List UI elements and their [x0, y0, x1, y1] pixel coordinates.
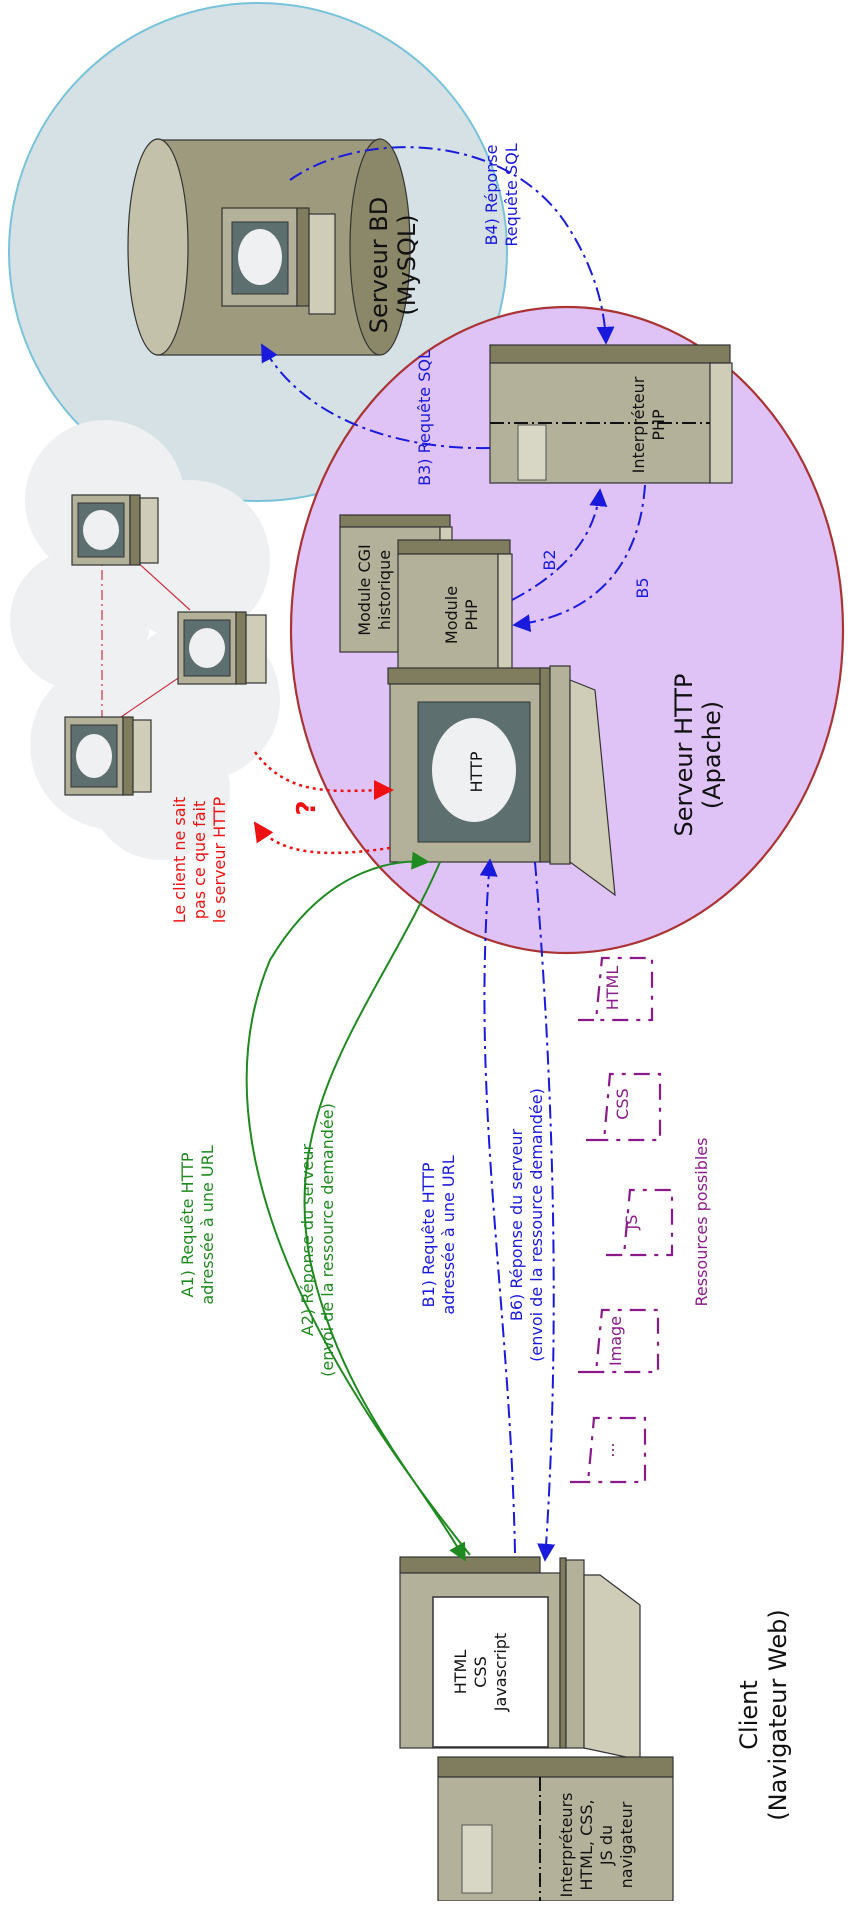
client-interp-line: HTML, CSS,	[577, 1799, 596, 1890]
module-php-line1: Module	[442, 586, 461, 644]
client-screen-text: HTML CSS Javascript	[451, 1633, 510, 1712]
resource-item	[606, 1188, 674, 1257]
a2-arrow	[303, 861, 466, 1562]
b5-arrow	[512, 484, 646, 633]
resource-item	[570, 1416, 647, 1484]
resource-label: CSS	[613, 1088, 632, 1119]
database-cylinder-icon	[127, 138, 411, 356]
client-note-line: Le client ne sait	[170, 797, 189, 924]
module-php-box	[397, 539, 513, 683]
client-subtitle: (Navigateur Web)	[764, 1609, 792, 1820]
question-mark-icon: ?	[292, 800, 322, 815]
b4-label: B4) Réponse Requête SQL	[482, 143, 521, 246]
client-screen-line: CSS	[471, 1656, 490, 1687]
b1-arrow	[479, 858, 516, 1554]
b5-label: B5	[633, 577, 652, 598]
a2-label: A2) Réponse du serveur (envoi de la ress…	[298, 1103, 337, 1377]
client-note-line: pas ce que fait	[190, 801, 209, 920]
http-screen-label: HTTP	[467, 751, 486, 792]
module-cgi-line2: historique	[375, 550, 394, 630]
client-interp-line: JS du	[597, 1825, 616, 1866]
client-response-red-arrow	[253, 821, 391, 855]
http-server-title: Serveur HTTP	[670, 674, 698, 837]
client-interp-line: navigateur	[617, 1801, 636, 1888]
client-cloud	[10, 420, 280, 860]
b4-label-line: B4) Réponse	[482, 145, 501, 246]
network-computer-icon	[177, 611, 267, 685]
php-interpreter-box	[489, 344, 733, 484]
b1-label: B1) Requête HTTP adressée à une URL	[419, 1155, 458, 1314]
php-interpreter-line1: Interpréteur	[629, 376, 648, 473]
client-screen-line: Javascript	[491, 1633, 510, 1712]
a2-label-line: (envoi de la ressource demandée)	[318, 1103, 337, 1377]
php-interpreter-line2: PHP	[649, 409, 668, 441]
a2-label-line: A2) Réponse du serveur	[298, 1143, 317, 1336]
b6-label-line: B6) Réponse du serveur	[507, 1128, 526, 1321]
resources-list	[570, 956, 674, 1484]
resources-title: Ressources possibles	[692, 1138, 711, 1307]
resource-label: HTML	[603, 966, 622, 1011]
b6-label-line: (envoi de la ressource demandée)	[527, 1088, 546, 1362]
client-title: Client	[735, 1680, 763, 1749]
resource-label: ...	[599, 1442, 618, 1457]
b3-label: B3) Requête SQL	[415, 350, 434, 486]
b3-arrow	[261, 343, 491, 450]
resource-item	[586, 1072, 662, 1142]
http-server-computer-icon	[387, 665, 616, 897]
b6-arrow	[534, 861, 556, 1562]
b4-arrow	[289, 146, 615, 345]
a1-label: A1) Requête HTTP adressée à une URL	[178, 1145, 217, 1304]
client-note-line: le serveur HTTP	[210, 797, 229, 924]
a1-arrow	[245, 851, 471, 1556]
resource-item	[578, 1308, 660, 1374]
a1-label-line: adressée à une URL	[198, 1145, 217, 1304]
http-server-subtitle: (Apache)	[698, 701, 726, 809]
network-computer-icon	[64, 716, 152, 796]
module-cgi-line1: Module CGI	[355, 544, 374, 636]
module-php-line2: PHP	[462, 599, 481, 631]
b1-label-line: adressée à une URL	[439, 1155, 458, 1314]
client-interp-line: Interpréteurs	[557, 1793, 576, 1898]
db-server-title: Serveur BD	[365, 197, 393, 334]
b6-label: B6) Réponse du serveur (envoi de la ress…	[507, 1088, 546, 1362]
client-interpreter-text: Interpréteurs HTML, CSS, JS du navigateu…	[557, 1793, 636, 1898]
a1-label-line: A1) Requête HTTP	[178, 1152, 197, 1297]
resource-label: Image	[606, 1316, 625, 1366]
resource-label: JS	[622, 1215, 641, 1231]
client-interpreter-box	[437, 1756, 674, 1902]
b2-label: B2	[540, 549, 559, 570]
b4-label-line: Requête SQL	[502, 143, 521, 246]
client-screen-line: HTML	[451, 1650, 470, 1695]
b1-label-line: B1) Requête HTTP	[419, 1162, 438, 1307]
db-server-subtitle: (MySQL)	[393, 214, 421, 315]
b2-arrow	[511, 488, 608, 601]
network-computer-icon	[71, 494, 159, 566]
resource-item	[578, 956, 654, 1022]
client-note: Le client ne sait pas ce que fait le ser…	[170, 797, 322, 924]
client-computer-icon	[399, 1556, 641, 1761]
